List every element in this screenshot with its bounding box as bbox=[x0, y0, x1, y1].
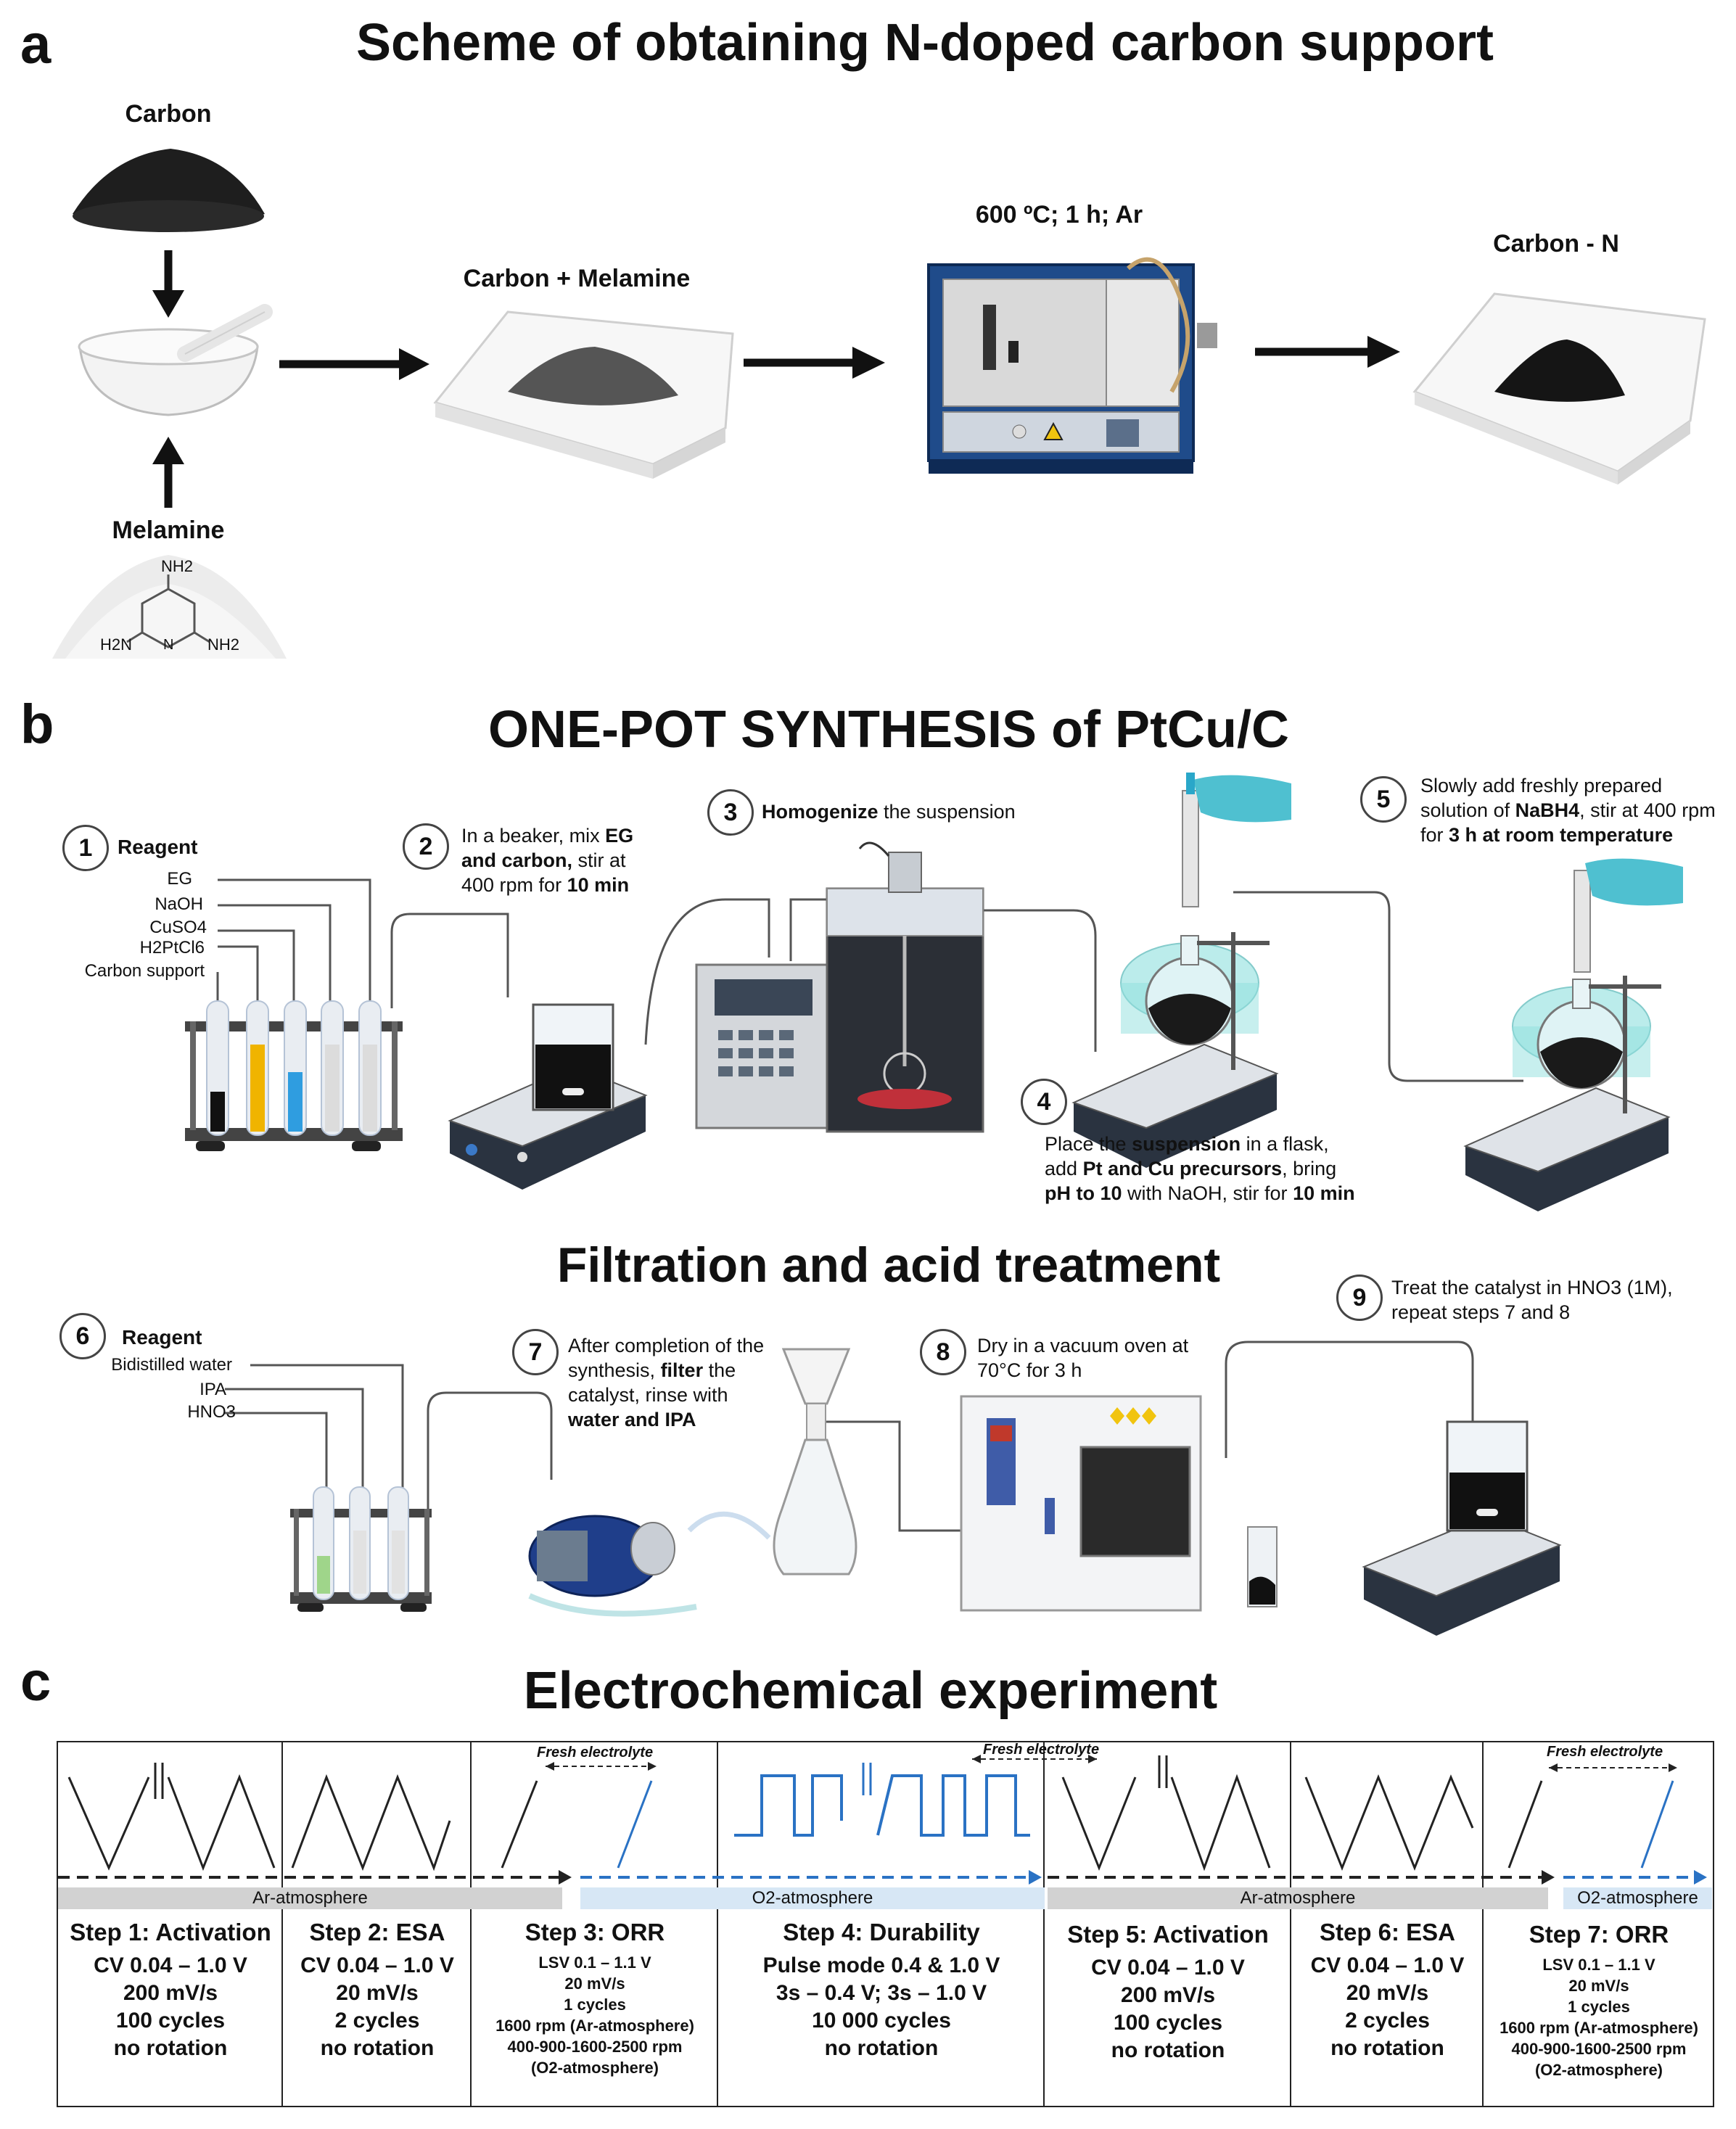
panel-a-title: Scheme of obtaining N-doped carbon suppo… bbox=[355, 14, 1494, 72]
ec-column-6 bbox=[1291, 1742, 1484, 2106]
ec-column-3 bbox=[472, 1742, 718, 2106]
melamine-nh2-top: NH2 bbox=[161, 557, 194, 575]
ec-step-4: Step 4: Durability Pulse mode 0.4 & 1.0 … bbox=[762, 1919, 1000, 2060]
ec-step-1: Step 1: Activation CV 0.04 – 1.0 V 200 m… bbox=[70, 1919, 271, 2060]
panel-a-letter: a bbox=[20, 14, 52, 75]
step-5-circle: 5 bbox=[1360, 776, 1407, 823]
ec-step-5: Step 5: Activation CV 0.04 – 1.0 V 200 m… bbox=[1067, 1921, 1269, 2062]
step-1-reagent-label: Reagent bbox=[118, 836, 198, 858]
panel-b-title: ONE-POT SYNTHESIS of PtCu/C bbox=[488, 701, 1290, 759]
step-3-circle: 3 bbox=[707, 789, 754, 836]
reagent-cuso4: CuSO4 bbox=[149, 918, 207, 937]
lsv-waveform-step7-ar bbox=[1507, 1780, 1543, 1869]
melamine-nh2-right: NH2 bbox=[207, 635, 240, 654]
panel-c-letter: c bbox=[20, 1651, 52, 1713]
step-8-text: Dry in a vacuum oven at 70°C for 3 h bbox=[977, 1335, 1189, 1381]
carbon-pile-image bbox=[73, 149, 265, 232]
ec-step-2: Step 2: ESA CV 0.04 – 1.0 V 20 mV/s 2 cy… bbox=[300, 1919, 454, 2060]
atmosphere-bar-ar-1: Ar-atmosphere bbox=[58, 1887, 562, 1909]
step-3-text: Homogenize the suspension bbox=[762, 801, 1016, 823]
fresh-electrolyte-label-1: Fresh electrolyte bbox=[537, 1745, 654, 1761]
filtration-title: Filtration and acid treatment bbox=[556, 1238, 1221, 1293]
step-9-circle: 9 bbox=[1336, 1274, 1383, 1321]
fresh-electrolyte-label-3: Fresh electrolyte bbox=[1547, 1744, 1663, 1760]
panel-c-title: Electrochemical experiment bbox=[523, 1662, 1218, 1720]
lsv-waveform-step3-o2 bbox=[617, 1780, 653, 1869]
atmosphere-bar-o2-1: O2-atmosphere bbox=[580, 1887, 1045, 1909]
arrow-mortar-to-tray bbox=[279, 348, 429, 380]
step-2-circle: 2 bbox=[403, 823, 449, 870]
step-5-text: Slowly add freshly prepared solution of … bbox=[1420, 775, 1716, 846]
product-label: Carbon - N bbox=[1493, 230, 1619, 258]
lsv-waveform-step3-ar bbox=[501, 1780, 538, 1869]
panel-b-letter: b bbox=[20, 693, 54, 755]
vacuum-pump-filter-flask bbox=[528, 1348, 857, 1617]
stirrer-beaker-step2 bbox=[448, 1003, 648, 1190]
step-8-circle: 8 bbox=[920, 1329, 966, 1375]
step-1-circle: 1 bbox=[62, 825, 109, 871]
flask-stirrer-step5 bbox=[1463, 858, 1683, 1211]
arrow-tray-to-furnace bbox=[744, 347, 885, 379]
test-tube-rack-1 bbox=[185, 1000, 403, 1151]
tray-mixture-image bbox=[433, 310, 734, 479]
step-4-circle: 4 bbox=[1021, 1079, 1067, 1125]
ec-column-1 bbox=[58, 1742, 283, 2106]
cv-waveform-step2 bbox=[291, 1774, 451, 1871]
step-4-text: Place the suspension in a flask, add Pt … bbox=[1045, 1133, 1355, 1204]
step-7-text: After completion of the synthesis, filte… bbox=[568, 1335, 765, 1430]
fresh-electrolyte-label-2: Fresh electrolyte bbox=[983, 1742, 1100, 1758]
step-6-reagent-label: Reagent bbox=[122, 1326, 202, 1348]
step-7-circle: 7 bbox=[512, 1329, 559, 1375]
ec-column-2 bbox=[283, 1742, 472, 2106]
ultrasonic-homogenizer bbox=[695, 841, 984, 1133]
arrow-melamine-to-mortar bbox=[152, 437, 184, 508]
furnace-label: 600 ºC; 1 h; Ar bbox=[975, 201, 1143, 228]
cv-waveform-step1 bbox=[67, 1776, 150, 1871]
test-tube-rack-2 bbox=[290, 1486, 432, 1612]
electrochemical-protocol-table bbox=[57, 1741, 1714, 2107]
stirrer-beaker-step9 bbox=[1362, 1420, 1562, 1636]
mixture-label: Carbon + Melamine bbox=[463, 265, 691, 292]
pulse-waveform-step4 bbox=[734, 1774, 843, 1837]
mortar-pestle-image bbox=[78, 304, 273, 416]
tube-furnace-image bbox=[927, 257, 1217, 474]
reagent-eg: EG bbox=[167, 869, 192, 889]
reagent-ipa: IPA bbox=[199, 1380, 226, 1399]
melamine-n-atom: N bbox=[163, 637, 174, 653]
ec-step-3: Step 3: ORR LSV 0.1 – 1.1 V 20 mV/s 1 cy… bbox=[495, 1919, 694, 2077]
melamine-pile-image bbox=[52, 555, 287, 659]
lsv-waveform-step7-o2 bbox=[1640, 1780, 1674, 1869]
reagent-bidistilled-water: Bidistilled water bbox=[111, 1355, 232, 1375]
reagent-connector-lines bbox=[216, 878, 1523, 1082]
cv-waveform-step5 bbox=[1061, 1776, 1137, 1871]
reagent-h2ptcl6: H2PtCl6 bbox=[139, 938, 205, 958]
melamine-h2n-left: H2N bbox=[100, 635, 133, 654]
arrow-carbon-to-mortar bbox=[152, 250, 184, 318]
ec-step-6: Step 6: ESA CV 0.04 – 1.0 V 20 mV/s 2 cy… bbox=[1310, 1919, 1465, 2060]
atmosphere-bar-o2-2: O2-atmosphere bbox=[1563, 1887, 1712, 1909]
tray-product-image bbox=[1412, 292, 1706, 485]
filtration-connector-lines bbox=[225, 1341, 1474, 1532]
atmosphere-bar-ar-2: Ar-atmosphere bbox=[1048, 1887, 1548, 1909]
reagent-carbon-support: Carbon support bbox=[84, 961, 205, 981]
step-6-circle: 6 bbox=[59, 1313, 106, 1359]
melamine-label: Melamine bbox=[112, 516, 225, 544]
ec-step-7: Step 7: ORR LSV 0.1 – 1.1 V 20 mV/s 1 cy… bbox=[1500, 1921, 1698, 2079]
cv-waveform-step6 bbox=[1304, 1774, 1474, 1871]
step-9-text: Treat the catalyst in HNO3 (1M), repeat … bbox=[1391, 1277, 1673, 1323]
flask-stirrer-step4 bbox=[1071, 773, 1291, 1168]
carbon-label: Carbon bbox=[125, 100, 212, 128]
vacuum-oven-image bbox=[960, 1395, 1278, 1612]
step-2-text: In a beaker, mix EG and carbon, stir at … bbox=[461, 825, 634, 896]
reagent-naoh: NaOH bbox=[155, 894, 203, 914]
ec-column-4 bbox=[718, 1742, 1045, 2106]
ec-column-5 bbox=[1045, 1742, 1291, 2106]
arrow-furnace-to-product bbox=[1255, 336, 1400, 368]
reagent-hno3: HNO3 bbox=[187, 1402, 236, 1422]
